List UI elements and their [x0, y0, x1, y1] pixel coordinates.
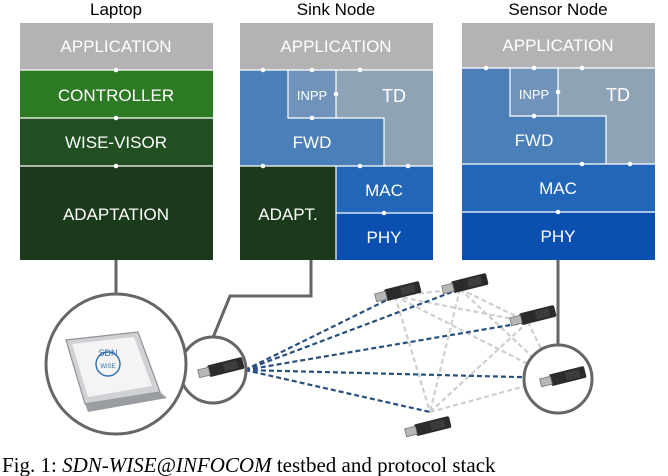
sensor-device — [374, 281, 422, 303]
connector-dot — [260, 67, 266, 73]
laptop-application-layer — [20, 23, 213, 70]
caption-title: SDN-WISE@INFOCOM — [62, 453, 273, 476]
sink-inpp-block — [288, 70, 336, 118]
sensor-phy-label: PHY — [541, 227, 576, 246]
sink-application-layer — [240, 23, 433, 70]
connector-dot — [483, 65, 489, 71]
sink-adapt-layer — [240, 166, 336, 260]
sink-fwd-label: FWD — [293, 133, 332, 152]
connector-dot — [357, 67, 363, 73]
laptop-application-label: APPLICATION — [60, 37, 171, 56]
laptop-adaptation-layer — [20, 166, 213, 260]
laptop-adaptation-label: ADAPTATION — [63, 205, 169, 224]
sink-node-stack: Sink Node APPLICATION INPP TD FWD ADAPT.… — [240, 0, 433, 260]
sensor-mac-layer — [462, 164, 655, 212]
laptop-wise-visor-layer — [20, 118, 213, 166]
sink-phy-label: PHY — [367, 228, 402, 247]
figure-caption: Fig. 1: SDN-WISE@INFOCOM testbed and pro… — [2, 453, 496, 476]
sensor-node-title: Sensor Node — [508, 0, 607, 19]
stack-connectors — [114, 260, 560, 345]
sensor-fwd-label: FWD — [515, 131, 554, 150]
sink-adapt-label: ADAPT. — [258, 205, 318, 224]
sensor-phy-layer — [462, 212, 655, 260]
sink-mac-layer — [336, 166, 433, 213]
connector-dot — [309, 67, 315, 73]
connector-dot — [260, 163, 266, 169]
sensor-inpp-block — [510, 68, 558, 116]
laptop-screen-logo-top: SDN — [98, 348, 117, 358]
sensor-node-device-circle — [522, 343, 594, 415]
sensor-device — [404, 416, 452, 438]
connector-dot — [309, 115, 315, 121]
laptop-icon: SDN WISE — [65, 331, 167, 412]
sink-connector-line — [210, 260, 313, 341]
connector-dot — [113, 67, 119, 73]
connector-dot — [113, 115, 119, 121]
laptop-stack: Laptop APPLICATION CONTROLLER WISE-VISOR… — [20, 0, 213, 260]
sink-application-label: APPLICATION — [280, 37, 391, 56]
laptop-device-circle: SDN WISE — [44, 292, 188, 436]
connector-dot — [531, 113, 537, 119]
sink-node-title: Sink Node — [297, 0, 375, 19]
connector-dot — [381, 210, 387, 216]
sensor-application-layer — [462, 23, 655, 68]
sensor-application-label: APPLICATION — [502, 36, 613, 55]
laptop-controller-label: CONTROLLER — [58, 86, 174, 105]
sink-td-label: TD — [382, 86, 406, 106]
connector-dot — [555, 89, 561, 95]
sensor-device — [441, 273, 489, 295]
laptop-wise-visor-label: WISE-VISOR — [65, 133, 167, 152]
mesh-links — [244, 287, 556, 414]
sink-phy-layer — [336, 213, 433, 260]
laptop-controller-layer — [20, 70, 213, 118]
laptop-title: Laptop — [90, 0, 142, 19]
connector-dot — [405, 163, 411, 169]
sink-inpp-label: INPP — [297, 88, 327, 103]
connector-dot — [627, 161, 633, 167]
sensor-device — [509, 305, 557, 327]
sensor-td-label: TD — [606, 85, 630, 105]
connector-dot — [579, 161, 585, 167]
connector-dot — [357, 163, 363, 169]
sensor-inpp-label: INPP — [519, 87, 549, 102]
laptop-screen-logo-bottom: WISE — [100, 364, 115, 370]
connector-dot — [555, 209, 561, 215]
caption-suffix: testbed and protocol stack — [272, 453, 496, 476]
caption-prefix: Fig. 1: — [2, 453, 62, 476]
sensor-mac-label: MAC — [539, 179, 577, 198]
connector-dot — [333, 91, 339, 97]
sink-mac-label: MAC — [365, 181, 403, 200]
sink-node-device-circle — [178, 335, 248, 405]
sensor-node-stack: Sensor Node APPLICATION INPP TD FWD MAC … — [462, 0, 655, 260]
connector-dot — [531, 65, 537, 71]
connector-dot — [579, 65, 585, 71]
connector-dot — [113, 163, 119, 169]
